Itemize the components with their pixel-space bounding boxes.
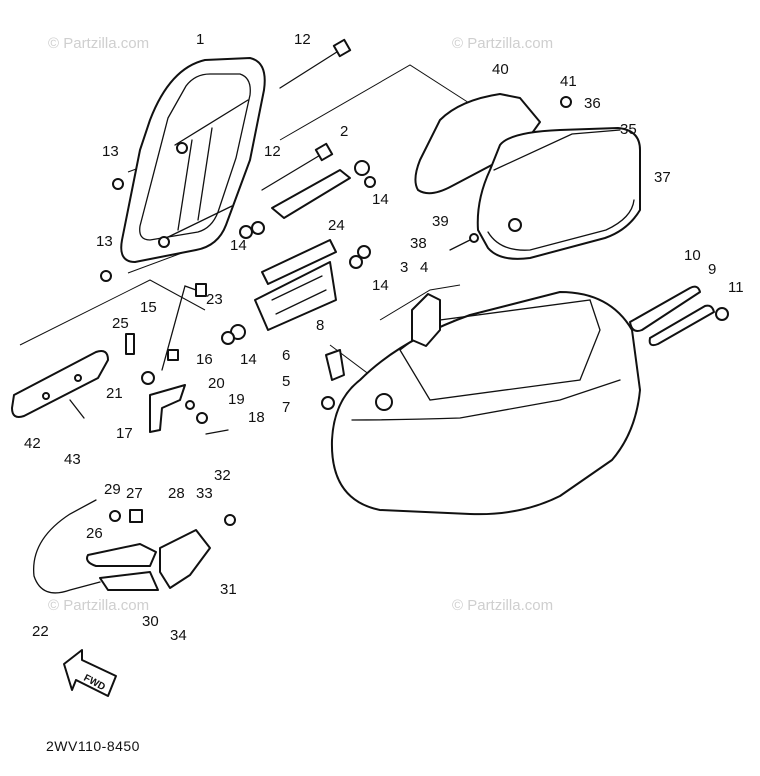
callout-label: 25 [112,315,129,332]
callout-labels: 1 12 2 13 12 14 13 14 24 14 23 15 8 25 1… [24,31,744,644]
callout-label: 11 [728,279,744,296]
nut-13-bottom [100,270,112,282]
washer-19 [196,412,208,424]
callout-label: 33 [196,485,213,502]
washer-20 [185,400,195,410]
callout-label: 14 [240,351,257,368]
watermark-bottom-left: © Partzilla.com [48,597,149,614]
callout-label: 23 [206,291,223,308]
callout-label: 30 [142,613,159,630]
callout-label: 15 [140,299,157,316]
callout-label: 24 [328,217,345,234]
callout-label: 3 [400,259,408,276]
screw-38 [449,239,471,251]
bracket-parts [254,169,351,331]
screw-41 [560,96,572,108]
callout-label: 32 [214,467,231,484]
callout-label: 38 [410,235,427,252]
callout-label: 35 [620,121,637,138]
grommet-parts [221,160,376,345]
callout-label: 27 [126,485,143,502]
callout-label: 5 [282,373,290,390]
fwd-arrow-icon: FWD [63,649,117,697]
callout-label: 40 [492,61,509,78]
watermark-bottom-right: © Partzilla.com [452,597,553,614]
callout-label: 6 [282,347,290,364]
strip-parts [629,285,729,347]
trim-strip-part [11,350,109,418]
callout-label: 12 [294,31,311,48]
callout-label: 4 [420,259,428,276]
callout-label: 26 [86,525,103,542]
callout-label: 1 [196,31,204,48]
callout-label: 34 [170,627,187,644]
callout-label: 13 [96,233,113,250]
callout-label: 16 [196,351,213,368]
callout-label: 8 [316,317,324,334]
screw-43 [69,399,85,419]
washer-39 [469,233,479,243]
callout-label: 14 [372,191,389,208]
watermark-top-right: © Partzilla.com [452,35,553,52]
rod-parts [125,283,207,371]
callout-label: 18 [248,409,265,426]
callout-label: 29 [104,481,121,498]
callout-label: 7 [282,399,290,416]
bolt-18 [205,429,229,435]
diagram-code: 2WV110-8450 [46,738,140,754]
latch-parts [321,293,441,410]
watermark-top-left: © Partzilla.com [48,35,149,52]
callout-label: 37 [654,169,671,186]
nut-13-top [112,178,124,190]
callout-label: 12 [264,143,281,160]
trunk-body-part [330,291,641,516]
bracket-17 [149,384,186,433]
callout-label: 10 [684,247,701,264]
lever-assembly-part [33,499,236,594]
callout-label: 9 [708,261,716,278]
callout-label: 42 [24,435,41,452]
callout-label: 19 [228,391,245,408]
callout-label: 14 [372,277,389,294]
bolt-parts [261,38,352,191]
callout-label: 31 [220,581,237,598]
backrest-part [120,57,266,263]
callout-label: 14 [230,237,247,254]
callout-label: 13 [102,143,119,160]
callout-label: 17 [116,425,133,442]
callout-label: 20 [208,375,225,392]
callout-label: 39 [432,213,449,230]
collar-21 [141,371,155,385]
callout-label: 2 [340,123,348,140]
callout-label: 28 [168,485,185,502]
lid-parts [414,93,641,260]
callout-label: 43 [64,451,81,468]
callout-label: 22 [32,623,49,640]
callout-label: 41 [560,73,577,90]
callout-label: 21 [106,385,123,402]
callout-label: 36 [584,95,601,112]
